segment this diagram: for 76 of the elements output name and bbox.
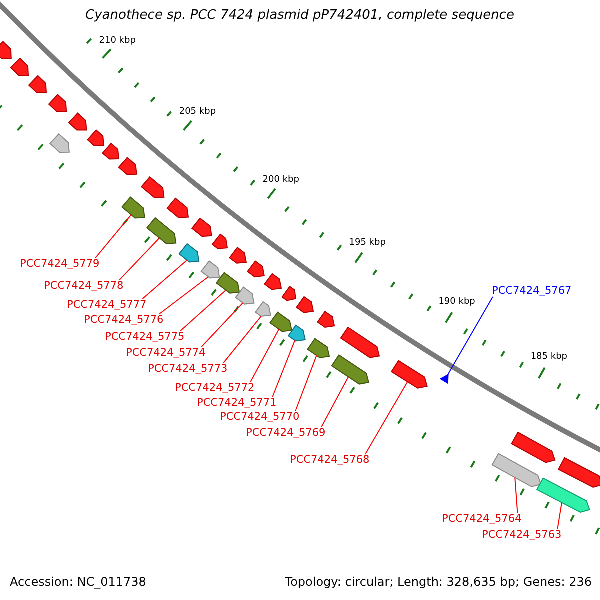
- gene-label: PCC7424_5767: [492, 285, 572, 297]
- leader-line: [250, 328, 280, 382]
- leader-line: [180, 290, 227, 332]
- gene-feature: [102, 142, 120, 160]
- leader-line: [95, 214, 132, 258]
- gene-label: PCC7424_5775: [105, 331, 185, 343]
- gene-label: PCC7424_5763: [482, 529, 562, 541]
- gene-feature: [87, 130, 105, 146]
- leader-line: [272, 340, 296, 398]
- leader-line: [223, 316, 262, 364]
- gene-feature: [307, 338, 330, 359]
- gene-feature: [28, 75, 48, 94]
- gene-label: PCC7424_5777: [67, 299, 147, 311]
- gene-feature: [296, 296, 314, 314]
- scale-label: 185 kbp: [530, 351, 568, 364]
- leader-line: [321, 376, 350, 428]
- leader-line: [142, 260, 188, 300]
- leader-line: [514, 477, 518, 514]
- gene-feature: [122, 196, 146, 219]
- gene-feature: [282, 286, 296, 302]
- scale-label: 210 kbp: [99, 34, 136, 47]
- gene-feature: [254, 301, 272, 318]
- gene-label: PCC7424_5774: [126, 347, 206, 359]
- gene-feature: [317, 311, 336, 328]
- gene-feature: [48, 94, 68, 112]
- scale-label: 205 kbp: [179, 106, 216, 118]
- gene-feature: [492, 453, 542, 488]
- gene-feature: [118, 157, 138, 176]
- gene-feature: [68, 112, 88, 131]
- leader-line: [119, 238, 160, 280]
- gene-feature: [0, 41, 12, 60]
- gene-feature: [235, 286, 255, 305]
- gene-label: PCC7424_5772: [175, 382, 255, 394]
- leader-line: [444, 296, 494, 382]
- gene-feature: [390, 360, 428, 389]
- gene-feature: [212, 234, 228, 250]
- gene-feature: [511, 432, 556, 464]
- gene-feature: [270, 312, 292, 332]
- gene-label: PCC7424_5771: [197, 397, 277, 409]
- gene-feature: [140, 176, 165, 198]
- gene-feature: [166, 198, 190, 219]
- gene-feature: [146, 217, 177, 244]
- gene-feature: [340, 326, 380, 358]
- gene-feature: [10, 58, 30, 76]
- leader-line: [159, 276, 210, 314]
- gene-label: PCC7424_5770: [220, 411, 300, 423]
- gene-label: PCC7424_5778: [44, 280, 124, 292]
- gene-label: PCC7424_5768: [290, 454, 370, 466]
- scale-label: 190 kbp: [438, 296, 476, 308]
- accession-label: Accession: NC_011738: [10, 576, 146, 588]
- gene-label: PCC7424_5764: [442, 513, 522, 525]
- gene-feature: [50, 133, 70, 153]
- leader-line: [295, 355, 318, 412]
- gene-feature: [558, 457, 600, 488]
- gene-feature: [331, 354, 370, 385]
- gene-feature: [288, 324, 306, 342]
- sequence-info-label: Topology: circular; Length: 328,635 bp; Genes: 236: [285, 576, 592, 588]
- scale-label: 195 kbp: [349, 237, 386, 250]
- title: Cyanothece sp. PCC 7424 plasmid pP742401, complete sequence: [84, 10, 516, 22]
- gene-feature: [191, 218, 212, 238]
- gene-label: PCC7424_5773: [148, 363, 228, 375]
- scale-label: 200 kbp: [262, 174, 300, 186]
- gene-feature: [200, 260, 220, 279]
- gene-label: PCC7424_5769: [246, 427, 326, 439]
- gene-feature: [247, 260, 265, 278]
- gene-feature: [178, 243, 200, 263]
- gene-feature: [216, 272, 240, 294]
- gene-feature: [264, 273, 282, 290]
- gene-feature: [536, 478, 590, 514]
- leader-line: [557, 502, 562, 530]
- leader-line: [201, 302, 244, 348]
- gene-label: PCC7424_5779: [20, 258, 100, 270]
- gene-label: PCC7424_5776: [84, 314, 164, 326]
- leader-line: [365, 381, 408, 454]
- gene-feature: [229, 246, 247, 264]
- gene-marker: [440, 374, 449, 384]
